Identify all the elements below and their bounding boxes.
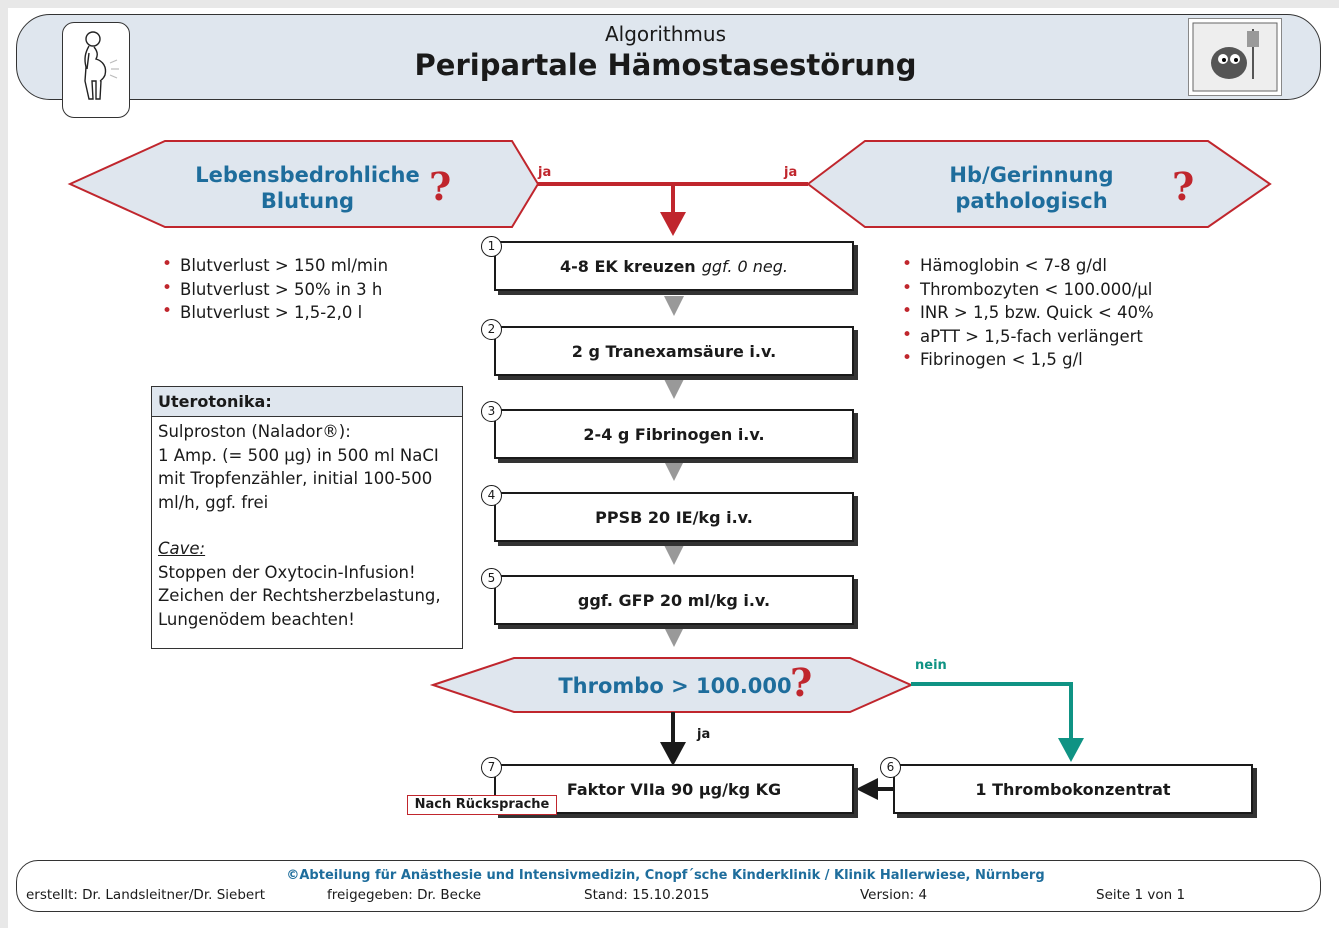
cave-line: Stoppen der Oxytocin-Infusion! <box>158 562 416 582</box>
footer-approved: freigegeben: Dr. Becke <box>327 887 482 903</box>
footer-bar <box>16 860 1321 912</box>
cave-line: Lungenödem beachten! <box>158 609 355 629</box>
step-2-box: 2 g Tranexamsäure i.v. <box>494 326 854 376</box>
uterotonika-heading: Uterotonika: <box>152 387 462 417</box>
arrow-step-4-5 <box>664 545 684 565</box>
decision-left-line1: Lebensbedrohliche <box>195 163 420 187</box>
arrow-step-2-3 <box>664 379 684 399</box>
uterotonika-line: ml/h, ggf. frei <box>158 492 269 512</box>
decision-right-line1: Hb/Gerinnung <box>949 163 1114 187</box>
decision-right-label: Hb/Gerinnung pathologisch <box>904 162 1159 214</box>
footer-version: Version: 4 <box>860 887 928 903</box>
arrow-red-down <box>660 212 686 236</box>
branch-nein: nein <box>915 658 947 673</box>
footer-date: Stand: 15.10.2015 <box>584 887 710 903</box>
step-4-number: 4 <box>481 485 502 506</box>
step-3-number: 3 <box>481 401 502 422</box>
step-5-box: ggf. GFP 20 ml/kg i.v. <box>494 575 854 625</box>
step-6-box: 1 Thrombokonzentrat <box>893 764 1253 814</box>
arrow-black-down <box>660 742 686 766</box>
left-criteria-list: Blutverlust > 150 ml/min Blutverlust > 5… <box>160 253 388 325</box>
decision-left-line2: Blutung <box>260 189 355 213</box>
step-2-number: 2 <box>481 319 502 340</box>
step-7-box: Faktor VIIa 90 µg/kg KG <box>494 764 854 814</box>
step-1-text: 4-8 EK kreuzen <box>559 256 696 276</box>
arrow-teal-down <box>1058 738 1084 762</box>
uterotonika-line: Sulproston (Nalador®): <box>158 422 351 441</box>
list-item: Blutverlust > 1,5-2,0 l <box>160 300 388 325</box>
step-4-text: PPSB 20 IE/kg i.v. <box>595 507 753 527</box>
branch-ja-down: ja <box>697 727 711 742</box>
right-criteria-list: Hämoglobin < 7-8 g/dl Thrombozyten < 100… <box>900 253 1154 372</box>
uterotonika-line: mit Tropfenzähler, initial 100-500 <box>158 469 433 488</box>
arrow-black-left <box>856 778 878 800</box>
step-7-number: 7 <box>481 757 502 778</box>
decision-thrombo-label: Thrombo > 100.000 <box>558 674 792 698</box>
footer-created: erstellt: Dr. Landsleitner/Dr. Siebert <box>26 887 266 903</box>
decision-right-mark: ? <box>1172 164 1195 209</box>
decision-thrombo-mark: ? <box>790 660 813 705</box>
step-6-text: 1 Thrombokonzentrat <box>975 779 1171 799</box>
step-1-note: ggf. 0 neg. <box>701 256 789 276</box>
uterotonika-body: Sulproston (Nalador®): 1 Amp. (= 500 µg)… <box>152 417 462 634</box>
step-5-text: ggf. GFP 20 ml/kg i.v. <box>577 590 771 610</box>
arrow-step-1-2 <box>664 296 684 316</box>
step-5-number: 5 <box>481 568 502 589</box>
cave-label: Cave: <box>158 539 206 558</box>
header-bar <box>16 14 1321 100</box>
decision-right-shape <box>806 140 1272 228</box>
page-subtitle: Algorithmus <box>604 22 727 46</box>
footer-page: Seite 1 von 1 <box>1096 887 1186 903</box>
arrow-step-3-4 <box>664 461 684 481</box>
step-7-consult-tag: Nach Rücksprache <box>407 795 557 815</box>
arrow-step-5-thrombo <box>664 627 684 647</box>
step-2-text: 2 g Tranexamsäure i.v. <box>571 341 777 361</box>
step-3-text: 2-4 g Fibrinogen i.v. <box>583 424 765 444</box>
step-4-box: PPSB 20 IE/kg i.v. <box>494 492 854 542</box>
branch-ja-right: ja <box>784 165 798 180</box>
list-item: Blutverlust > 150 ml/min <box>160 253 388 278</box>
list-item: Blutverlust > 50% in 3 h <box>160 277 388 302</box>
uterotonika-box: Uterotonika: Sulproston (Nalador®): 1 Am… <box>151 386 463 649</box>
decision-left-label: Lebensbedrohliche Blutung <box>180 162 435 214</box>
decision-left-mark: ? <box>429 164 452 209</box>
footer-copyright: ©Abteilung für Anästhesie und Intensivme… <box>286 868 1045 883</box>
step-3-box: 2-4 g Fibrinogen i.v. <box>494 409 854 459</box>
uterotonika-line: 1 Amp. (= 500 µg) in 500 ml NaCI <box>158 445 439 465</box>
list-item: INR > 1,5 bzw. Quick < 40% <box>900 300 1154 325</box>
list-item: Fibrinogen < 1,5 g/l <box>900 347 1154 372</box>
list-item: aPTT > 1,5-fach verlängert <box>900 324 1154 349</box>
list-item: Hämoglobin < 7-8 g/dl <box>900 253 1154 278</box>
list-item: Thrombozyten < 100.000/µl <box>900 277 1154 302</box>
branch-ja-left: ja <box>538 165 552 180</box>
page-title: Peripartale Hämostasestörung <box>414 48 917 82</box>
cave-line: Zeichen der Rechtsherzbelastung, <box>158 586 441 605</box>
step-6-number: 6 <box>880 757 901 778</box>
step-7-text: Faktor VIIa 90 µg/kg KG <box>566 779 782 799</box>
clinic-logo <box>1188 18 1282 96</box>
step-1-number: 1 <box>481 236 502 257</box>
pregnant-woman-icon <box>62 22 130 118</box>
decision-right-line2: pathologisch <box>955 189 1108 213</box>
